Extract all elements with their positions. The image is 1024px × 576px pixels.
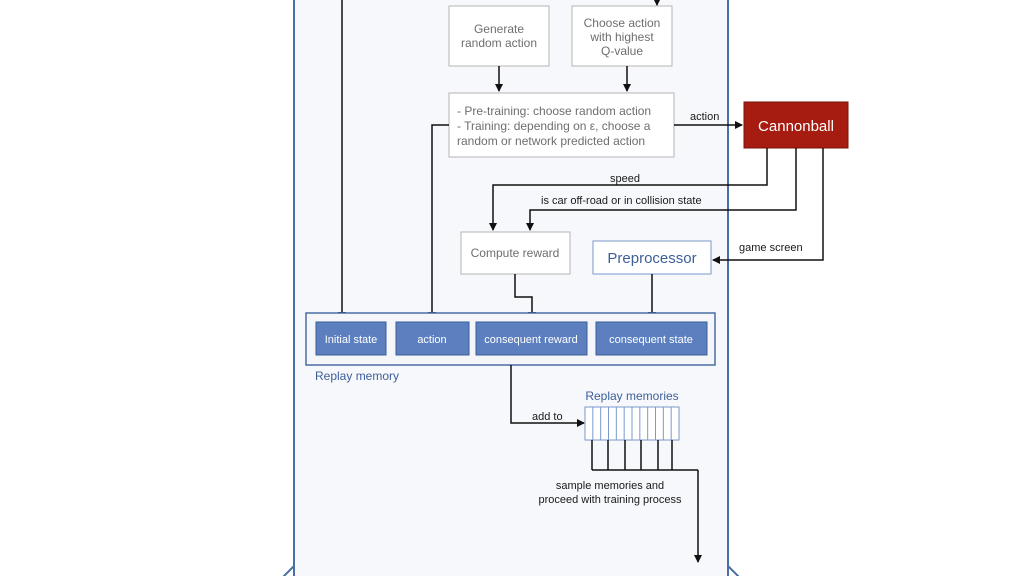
- replay-memory-container: Initial state action consequent reward c…: [305, 312, 716, 366]
- sample-line-1: sample memories and: [556, 480, 664, 492]
- frame-corner-right: [727, 565, 740, 576]
- decision-line-1: - Pre-training: choose random action: [457, 104, 651, 118]
- arrow-reward-to-cell: [514, 274, 536, 320]
- decision-box: - Pre-training: choose random action - T…: [448, 92, 675, 158]
- sample-line-2: proceed with training process: [538, 494, 682, 506]
- cell-action: [395, 321, 470, 356]
- arrow-offroad: [526, 148, 797, 231]
- cell-initial-state-label: Initial state: [325, 334, 378, 346]
- cell-initial-state: [315, 321, 387, 356]
- edge-label-game-screen: game screen: [739, 242, 803, 254]
- replay-memories-stack: [584, 406, 680, 441]
- cell-consequent-reward-label: consequent reward: [484, 334, 578, 346]
- cannonball-label: Cannonball: [758, 118, 834, 135]
- line-action-to-cell: [428, 124, 449, 320]
- cannonball-box: Cannonball: [743, 101, 849, 149]
- generate-random-action-box: Generate random action: [448, 5, 550, 67]
- arrow-speed: [489, 148, 768, 231]
- replay-memory-label: Replay memory: [315, 369, 399, 383]
- choose-line-1: Choose action: [584, 16, 661, 30]
- cell-action-label: action: [417, 334, 446, 346]
- sample-connector: [591, 440, 698, 471]
- compute-reward-label: Compute reward: [471, 246, 560, 260]
- edge-label-action: action: [690, 111, 719, 123]
- decision-line-2: - Training: depending on ε, choose a: [457, 119, 651, 133]
- arrow-game-screen: [712, 148, 824, 264]
- preprocessor-label: Preprocessor: [607, 250, 696, 267]
- edge-label-offroad: is car off-road or in collision state: [541, 195, 702, 207]
- frame-corner-left: [282, 565, 295, 576]
- edge-label-speed: speed: [610, 173, 640, 185]
- preprocessor-box: Preprocessor: [592, 240, 712, 275]
- generate-line-2: random action: [461, 36, 537, 50]
- replay-memories-label: Replay memories: [585, 389, 678, 403]
- choose-line-2: with highest: [589, 30, 654, 44]
- arrow-add-to: [510, 365, 585, 427]
- compute-reward-box: Compute reward: [460, 231, 571, 275]
- edge-label-add-to: add to: [532, 411, 563, 423]
- choose-line-3: Q-value: [601, 44, 643, 58]
- cell-consequent-reward: [475, 321, 588, 356]
- choose-action-box: Choose action with highest Q-value: [571, 5, 673, 67]
- decision-line-3: random or network predicted action: [457, 134, 645, 148]
- cell-consequent-state-label: consequent state: [609, 334, 693, 346]
- cell-consequent-state: [595, 321, 708, 356]
- generate-line-1: Generate: [474, 22, 524, 36]
